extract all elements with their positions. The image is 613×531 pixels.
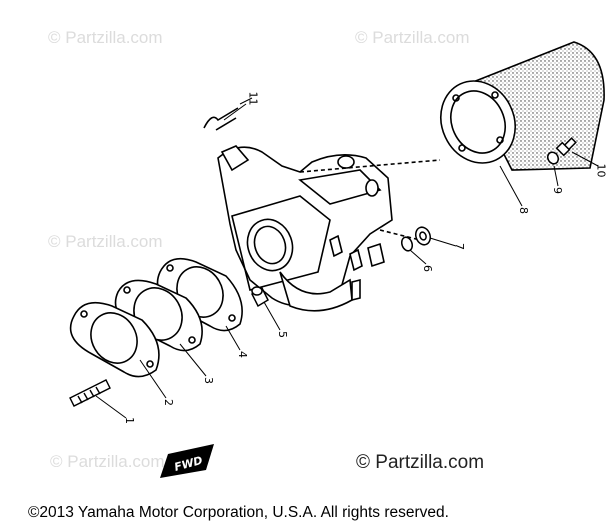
part-number-11: 11 bbox=[246, 91, 260, 106]
part-number-4: 4 bbox=[236, 351, 249, 358]
part-number-1: 1 bbox=[123, 417, 136, 424]
copyright-footer: ©2013 Yamaha Motor Corporation, U.S.A. A… bbox=[28, 504, 449, 521]
washer-and-bolt bbox=[546, 137, 577, 165]
part-number-9: 9 bbox=[551, 187, 564, 194]
part-number-8: 8 bbox=[517, 207, 530, 214]
stud-bolt bbox=[69, 379, 111, 407]
gasket bbox=[69, 301, 160, 378]
leader-lines bbox=[95, 97, 599, 419]
air-filter-funnel bbox=[440, 41, 605, 171]
part-number-3: 3 bbox=[202, 377, 215, 384]
watermark: © Partzilla.com bbox=[355, 28, 470, 47]
carburetor-body bbox=[217, 145, 441, 312]
washer-and-nut bbox=[400, 226, 432, 252]
watermark: © Partzilla.com bbox=[48, 232, 163, 251]
gasket bbox=[156, 257, 243, 332]
hose-clip bbox=[203, 107, 239, 131]
part-number-5: 5 bbox=[276, 331, 289, 338]
watermark-bottom: © Partzilla.com bbox=[356, 452, 485, 473]
watermark: © Partzilla.com bbox=[50, 452, 165, 471]
fwd-arrow: FWD bbox=[160, 444, 214, 478]
watermark: © Partzilla.com bbox=[48, 28, 163, 47]
collar bbox=[251, 286, 269, 308]
part-number-2: 2 bbox=[162, 399, 175, 406]
part-number-7: 7 bbox=[453, 243, 466, 250]
part-number-6: 6 bbox=[421, 265, 434, 272]
part-number-10: 10 bbox=[594, 163, 608, 178]
